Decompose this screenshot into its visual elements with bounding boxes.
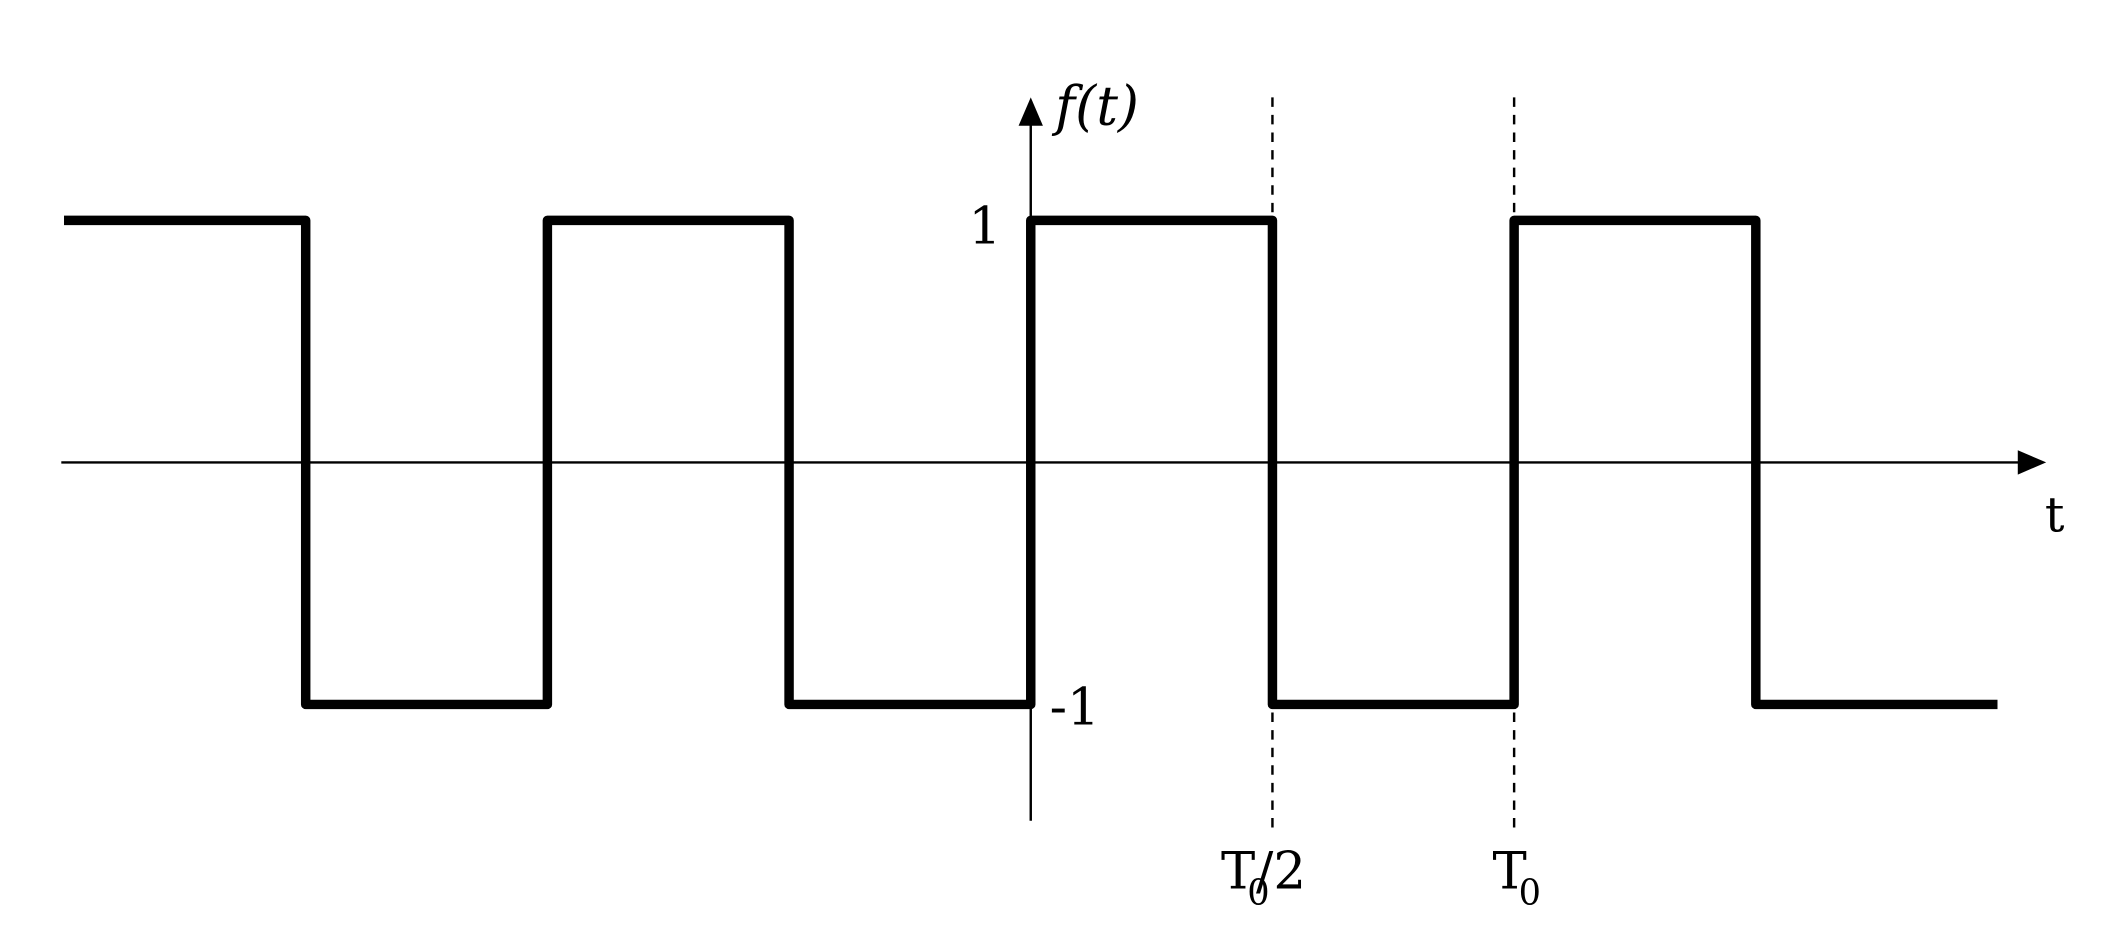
x-marker-label: T0: [1492, 841, 1541, 913]
t-axis-arrowhead: [2017, 450, 2047, 475]
y-axis-label: f(t): [1051, 74, 1139, 137]
x-axis-label: t: [2045, 487, 2065, 543]
y-tick-label-1: 1: [969, 196, 1002, 256]
x-marker-label: T0/2: [1221, 841, 1306, 913]
y-tick-label-neg1: -1: [1050, 678, 1100, 738]
f-axis-arrowhead: [1018, 97, 1043, 126]
square-wave-line: [64, 215, 1998, 710]
